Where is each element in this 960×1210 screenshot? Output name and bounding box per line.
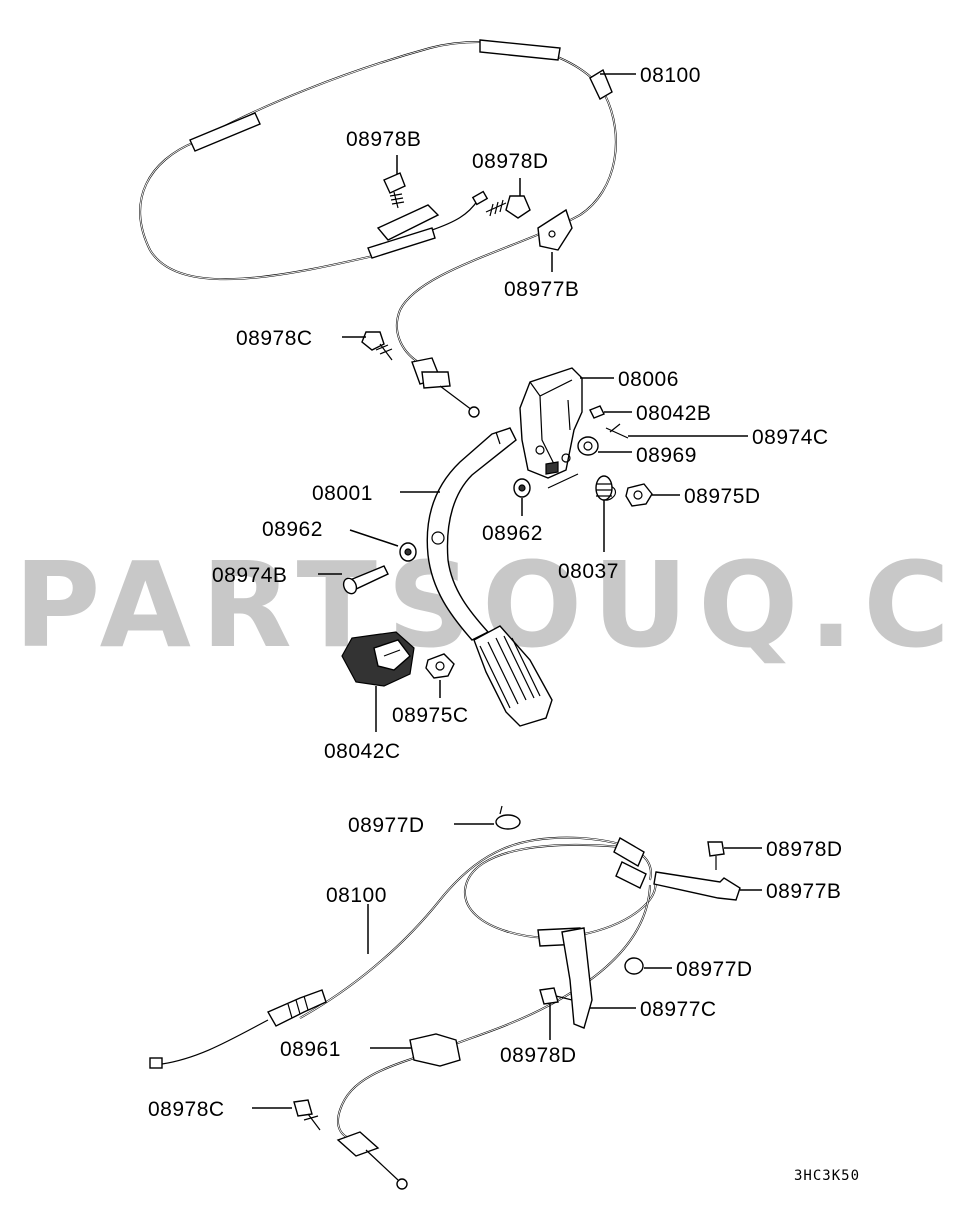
bolt-08978C-bottom <box>293 1099 321 1131</box>
bracket-08977C <box>561 927 593 1029</box>
bolt-08978B <box>383 172 406 209</box>
bottom-cable-assembly <box>149 805 741 1190</box>
label-08975C: 08975C <box>392 704 469 727</box>
bushing-08042B <box>589 405 605 419</box>
bolt-08978D-right <box>707 841 725 870</box>
return-spring-08037 <box>547 473 617 501</box>
label-08975D: 08975D <box>684 485 761 508</box>
label-08978C-bottom: 08978C <box>148 1098 225 1121</box>
leader-lines <box>252 73 762 1109</box>
part-labels: 08100 08978B 08978D 08977B 08978C 08006 … <box>148 64 860 1184</box>
top-cable-assembly <box>139 39 617 418</box>
bolt-08978C <box>361 331 393 361</box>
label-08977D-bottom-top: 08977D <box>348 814 425 837</box>
bolt-08978D <box>485 195 531 219</box>
label-08978D-bottom-mid: 08978D <box>500 1044 577 1067</box>
label-08962-left: 08962 <box>262 518 323 541</box>
stopper-08042C <box>341 631 415 687</box>
label-08001: 08001 <box>312 482 373 505</box>
washer-08969 <box>577 436 599 456</box>
label-08978C-top: 08978C <box>236 327 313 350</box>
label-08006: 08006 <box>618 368 679 391</box>
pin-08974C <box>605 423 629 439</box>
label-08100-top: 08100 <box>640 64 701 87</box>
bolt-08978D-mid <box>539 987 573 1005</box>
clip-08961 <box>409 1033 461 1067</box>
label-08978D-bottom-right: 08978D <box>766 838 843 861</box>
label-08977D-bottom-mid: 08977D <box>676 958 753 981</box>
label-08978B-top: 08978B <box>346 128 421 151</box>
label-08042C: 08042C <box>324 740 401 763</box>
label-08977B-bottom: 08977B <box>766 880 841 903</box>
label-08977C-bottom: 08977C <box>640 998 717 1021</box>
label-08974B: 08974B <box>212 564 287 587</box>
label-08969: 08969 <box>636 444 697 467</box>
label-08037: 08037 <box>558 560 619 583</box>
bracket-08977B <box>653 871 741 901</box>
label-08042B: 08042B <box>636 402 711 425</box>
diagram-code: 3HC3K50 <box>794 1168 860 1184</box>
pedal-bracket-08006 <box>519 367 583 479</box>
label-08962-right: 08962 <box>482 522 543 545</box>
accelerator-pedal-08001 <box>426 427 553 727</box>
label-08961: 08961 <box>280 1038 341 1061</box>
pin-08974B <box>342 565 389 595</box>
label-08978D-top: 08978D <box>472 150 549 173</box>
label-08974C: 08974C <box>752 426 829 449</box>
nut-08975C <box>425 653 455 679</box>
clip-08977D-mid <box>624 957 644 975</box>
nut-08975D <box>625 483 653 507</box>
clip-08977D-top <box>495 805 521 830</box>
label-08977B-top: 08977B <box>504 278 579 301</box>
label-08100-bottom: 08100 <box>326 884 387 907</box>
